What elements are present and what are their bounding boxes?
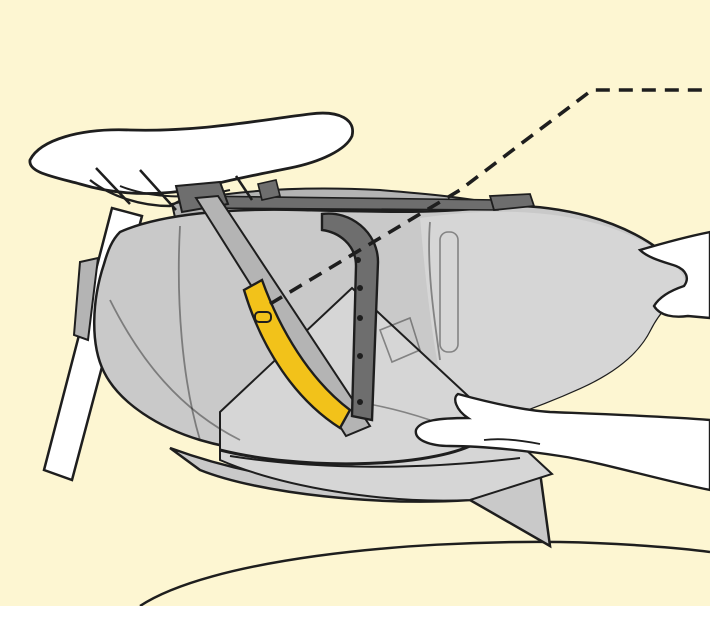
right-hand xyxy=(637,230,710,320)
bottom-margin xyxy=(0,606,710,624)
hands xyxy=(414,230,710,492)
left-hand xyxy=(414,392,710,492)
saddle xyxy=(28,111,354,214)
wheel-arc xyxy=(139,540,710,608)
velcro-strap xyxy=(242,278,352,430)
callout-line xyxy=(269,88,706,306)
saddle-bag xyxy=(93,187,694,549)
support-bracket xyxy=(320,212,380,422)
